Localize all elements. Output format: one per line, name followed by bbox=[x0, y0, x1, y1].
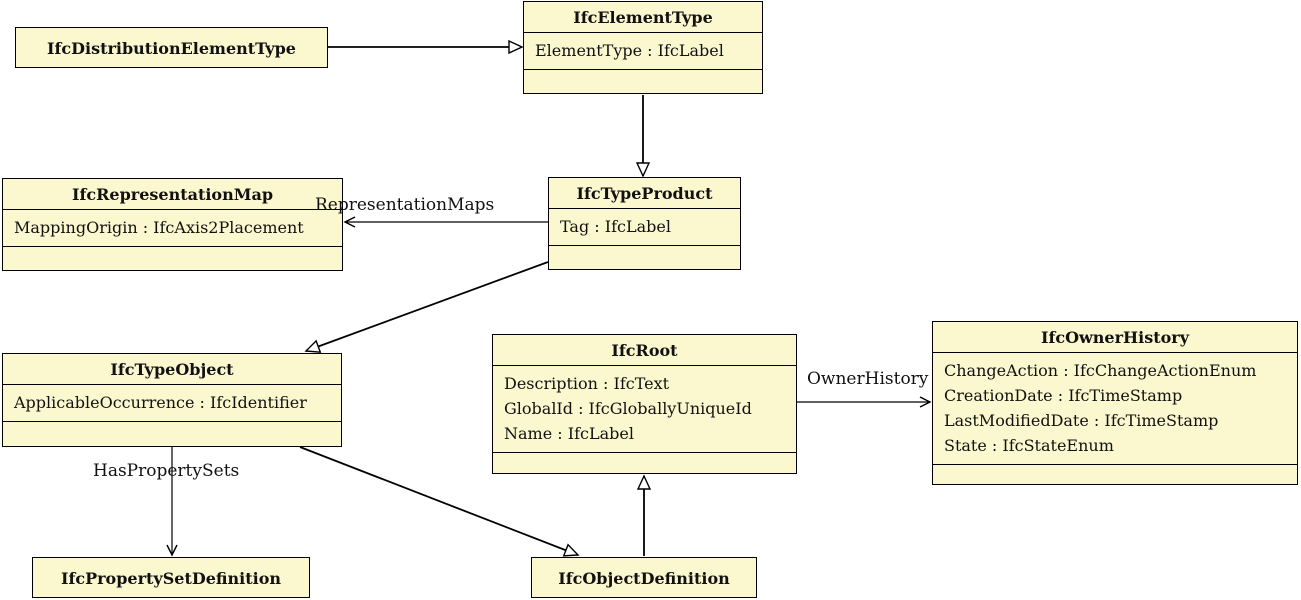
class-empty-compartment bbox=[3, 246, 342, 270]
class-title: IfcOwnerHistory bbox=[1040, 328, 1190, 347]
class-ifcroot: IfcRoot Description : IfcText GlobalId :… bbox=[492, 334, 797, 474]
class-ifctypeobject: IfcTypeObject ApplicableOccurrence : Ifc… bbox=[2, 353, 342, 447]
attribute: Description : IfcText bbox=[504, 374, 670, 393]
class-title: IfcPropertySetDefinition bbox=[60, 568, 282, 588]
edge-inheritance-typeobject-objectdefinition bbox=[299, 446, 578, 555]
class-title: IfcObjectDefinition bbox=[558, 568, 730, 588]
class-attributes: ChangeAction : IfcChangeActionEnum Creat… bbox=[933, 352, 1297, 464]
class-ifcownerhistory: IfcOwnerHistory ChangeAction : IfcChange… bbox=[932, 321, 1298, 485]
class-ifcpropertysetdefinition: IfcPropertySetDefinition bbox=[32, 557, 310, 598]
class-ifcelementtype: IfcElementType ElementType : IfcLabel bbox=[523, 1, 763, 94]
attribute: MappingOrigin : IfcAxis2Placement bbox=[14, 218, 304, 237]
class-empty-compartment bbox=[493, 452, 796, 473]
attribute: State : IfcStateEnum bbox=[944, 436, 1114, 455]
class-empty-compartment bbox=[933, 464, 1297, 484]
class-ifcobjectdefinition: IfcObjectDefinition bbox=[531, 557, 757, 598]
class-title: IfcDistributionElementType bbox=[47, 38, 296, 58]
class-empty-compartment bbox=[524, 69, 762, 93]
class-title: IfcTypeProduct bbox=[576, 184, 713, 203]
class-title: IfcTypeObject bbox=[110, 360, 234, 379]
edge-label-haspropertysets: HasPropertySets bbox=[93, 461, 240, 481]
edge-label-ownerhistory: OwnerHistory bbox=[807, 369, 929, 389]
class-attributes: Description : IfcText GlobalId : IfcGlob… bbox=[493, 365, 796, 452]
class-title: IfcRoot bbox=[611, 341, 678, 360]
class-title: IfcRepresentationMap bbox=[72, 185, 273, 204]
class-title: IfcElementType bbox=[573, 8, 713, 27]
class-ifcrepresentationmap: IfcRepresentationMap MappingOrigin : Ifc… bbox=[2, 178, 343, 271]
edge-inheritance-typeproduct-typeobject bbox=[306, 261, 549, 351]
attribute: ChangeAction : IfcChangeActionEnum bbox=[944, 361, 1257, 380]
attribute: Tag : IfcLabel bbox=[560, 217, 671, 236]
class-ifcdistributionelementtype: IfcDistributionElementType bbox=[15, 27, 328, 68]
attribute: Name : IfcLabel bbox=[504, 424, 634, 443]
class-ifctypeproduct: IfcTypeProduct Tag : IfcLabel bbox=[548, 177, 741, 270]
attribute: LastModifiedDate : IfcTimeStamp bbox=[944, 411, 1219, 430]
class-empty-compartment bbox=[3, 421, 341, 446]
attribute: GlobalId : IfcGloballyUniqueId bbox=[504, 399, 752, 418]
class-attributes: Tag : IfcLabel bbox=[549, 208, 740, 245]
class-empty-compartment bbox=[549, 245, 740, 269]
edge-label-representationmaps: RepresentationMaps bbox=[315, 195, 495, 215]
attribute: CreationDate : IfcTimeStamp bbox=[944, 386, 1183, 405]
attribute: ApplicableOccurrence : IfcIdentifier bbox=[14, 393, 307, 412]
class-attributes: ElementType : IfcLabel bbox=[524, 32, 762, 69]
class-attributes: ApplicableOccurrence : IfcIdentifier bbox=[3, 384, 341, 421]
class-attributes: MappingOrigin : IfcAxis2Placement bbox=[3, 209, 342, 246]
attribute: ElementType : IfcLabel bbox=[535, 41, 724, 60]
